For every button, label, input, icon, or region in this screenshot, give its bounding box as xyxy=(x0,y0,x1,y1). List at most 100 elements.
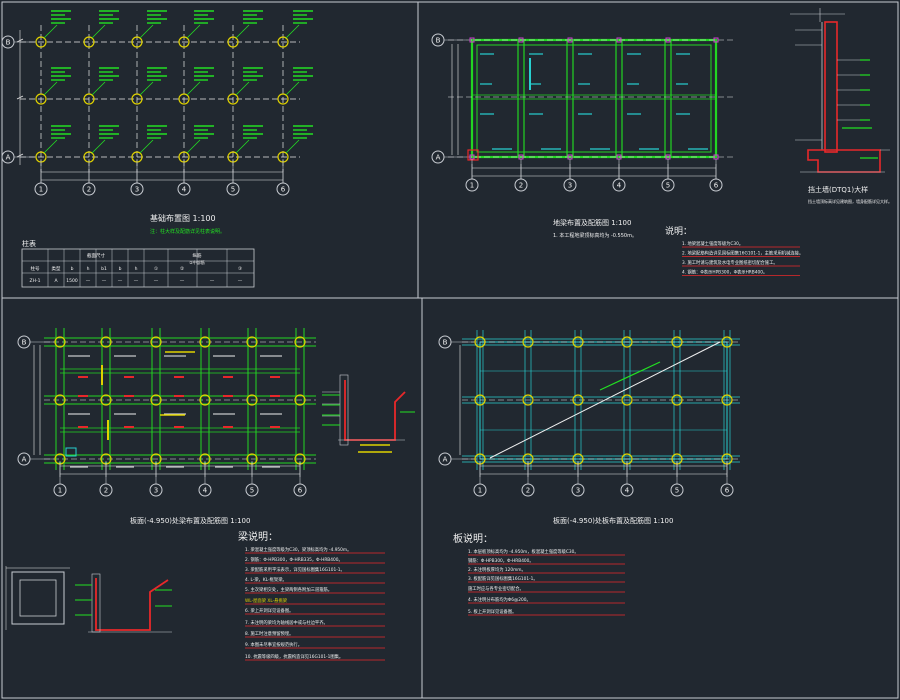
annot-leader xyxy=(43,139,58,154)
pit-section-outline xyxy=(95,578,169,631)
p4-axis-4-label: 4 xyxy=(625,487,630,495)
p3-axis-1-label: 1 xyxy=(58,487,62,495)
foundation-annotation xyxy=(99,125,119,139)
slab-column xyxy=(621,394,633,406)
table-header-cell: h xyxy=(87,266,90,272)
foundation-annotation xyxy=(194,10,214,24)
slab-column xyxy=(671,394,683,406)
table-cell: ZH-1 xyxy=(30,278,41,284)
foundation-annotation xyxy=(293,10,313,24)
column-mark xyxy=(518,37,524,43)
foundation-annotation xyxy=(147,125,167,139)
table-group-sub: ②中部筋 xyxy=(189,259,205,265)
p2-axis-3-label: 3 xyxy=(568,182,572,190)
p3-axis-3-label: 3 xyxy=(154,487,158,495)
panel3-note-line: 3. 梁配筋采用平法表示，详见国标图集16G101-1。 xyxy=(245,566,345,573)
slab-column xyxy=(572,336,584,348)
p4-axis-2-label: 2 xyxy=(526,487,530,495)
ground-beam-outer xyxy=(470,38,718,159)
column xyxy=(100,336,112,348)
dim-tick xyxy=(16,153,24,158)
table-group-size: 截面尺寸 xyxy=(87,252,105,259)
panel4-note-line: 4. 未注明分布筋均为Φ6@200。 xyxy=(468,596,531,603)
foundation-annotation xyxy=(194,67,214,81)
foundation-column xyxy=(83,36,95,48)
foundation-column xyxy=(131,36,143,48)
foundation-column xyxy=(178,93,190,105)
column-mark xyxy=(616,37,622,43)
slab-diagonal-label xyxy=(599,361,661,391)
section-wall xyxy=(339,374,349,446)
foundation-annotation xyxy=(51,67,71,81)
table-border xyxy=(21,248,255,288)
foundation-column xyxy=(227,93,239,105)
foundation-column xyxy=(277,36,289,48)
table-cell: A xyxy=(54,278,58,284)
panel4-note-line: 钢筋：Φ-HPB300，Φ-HRB400。 xyxy=(468,557,534,564)
foundation-annotation xyxy=(51,10,71,24)
panel3-note-line: 6. 梁上开洞详见设备图。 xyxy=(245,607,293,614)
dim-tick xyxy=(16,95,24,100)
table-cell: — xyxy=(238,279,243,284)
annot-leader xyxy=(235,139,250,154)
table-cell: — xyxy=(118,279,123,284)
slab-column xyxy=(721,394,733,406)
column-mark xyxy=(469,37,475,43)
p4-axis-1-label: 1 xyxy=(478,487,482,495)
column xyxy=(54,394,66,406)
p3-axis-5-label: 5 xyxy=(250,487,254,495)
panel2-notes: 1. 地梁混凝土强度等级为C30。2. 地梁配筋构造详见国标图集16G101-1… xyxy=(682,240,803,276)
column xyxy=(100,394,112,406)
panel2-note: 1. 本工程地梁顶标高均为 -0.550m。 xyxy=(553,232,637,239)
p3-axis-A-label: A xyxy=(22,456,27,464)
panel4-note-line: 3. 板配筋详见国标图集16G101-1。 xyxy=(468,575,538,582)
p3-axis-6-label: 6 xyxy=(298,487,303,495)
p1-axis-A-label: A xyxy=(6,154,11,162)
p4-axis-A-label: A xyxy=(443,456,448,464)
p1-axis-6-label: 6 xyxy=(281,186,286,194)
table-header-cell: 类型 xyxy=(52,265,61,272)
foundation-column xyxy=(35,93,47,105)
panel3-note-line: 4. L-梁，KL-框架梁。 xyxy=(245,576,287,583)
panel3-note-line: 9. 本图未尽事宜按规范执行。 xyxy=(245,641,302,648)
column xyxy=(199,336,211,348)
table-cell: — xyxy=(134,279,139,284)
p1-axis-2-label: 2 xyxy=(87,186,91,194)
p1-axis-B-label: B xyxy=(6,39,11,47)
column-table-title: 柱表 xyxy=(22,239,36,248)
beam-section-outline xyxy=(344,380,406,441)
panel2-legend-title: 说明： xyxy=(665,225,692,237)
panel3-notes: 1. 梁混凝土强度等级为C30，梁顶标高均为 -4.950m。2. 钢筋：Φ-H… xyxy=(245,546,385,661)
foundation-column xyxy=(131,93,143,105)
foundation-column xyxy=(83,93,95,105)
detail-mark xyxy=(65,447,77,457)
panel3-details xyxy=(5,374,415,633)
corner-mark xyxy=(467,149,479,161)
annot-leader xyxy=(91,81,106,96)
p1-axis-1-label: 1 xyxy=(39,186,43,194)
table-header-cell: 柱号 xyxy=(31,265,40,272)
table-cell: 1500 xyxy=(66,278,78,284)
panel1-title: 基础布置图 1:100 xyxy=(150,213,216,223)
annot-leader xyxy=(285,24,300,39)
column xyxy=(150,394,162,406)
foundation-annotation xyxy=(293,125,313,139)
slab-column xyxy=(522,394,534,406)
table-group-rebar: 纵筋 xyxy=(193,252,202,259)
p1-axis-5-label: 5 xyxy=(231,186,235,194)
panel2-note-line: 3. 施工时请与建筑及水电专业图纸密切配合施工。 xyxy=(682,259,778,266)
slab-column xyxy=(721,336,733,348)
annot-leader xyxy=(139,139,154,154)
foundation-annotation xyxy=(51,125,71,139)
column-mark xyxy=(567,37,573,43)
table-header-cell: b xyxy=(71,266,74,272)
p2-axis-4-label: 4 xyxy=(617,182,622,190)
panel3-note-line: 1. 梁混凝土强度等级为C30，梁顶标高均为 -4.950m。 xyxy=(245,546,351,553)
panel3-note-line: 10. 抗震等级四级，抗震构造详见16G101-1图集。 xyxy=(245,653,343,660)
p2-axis-1-label: 1 xyxy=(470,182,474,190)
annot-leader xyxy=(186,81,201,96)
panel4-legend-title: 板说明： xyxy=(453,532,493,545)
